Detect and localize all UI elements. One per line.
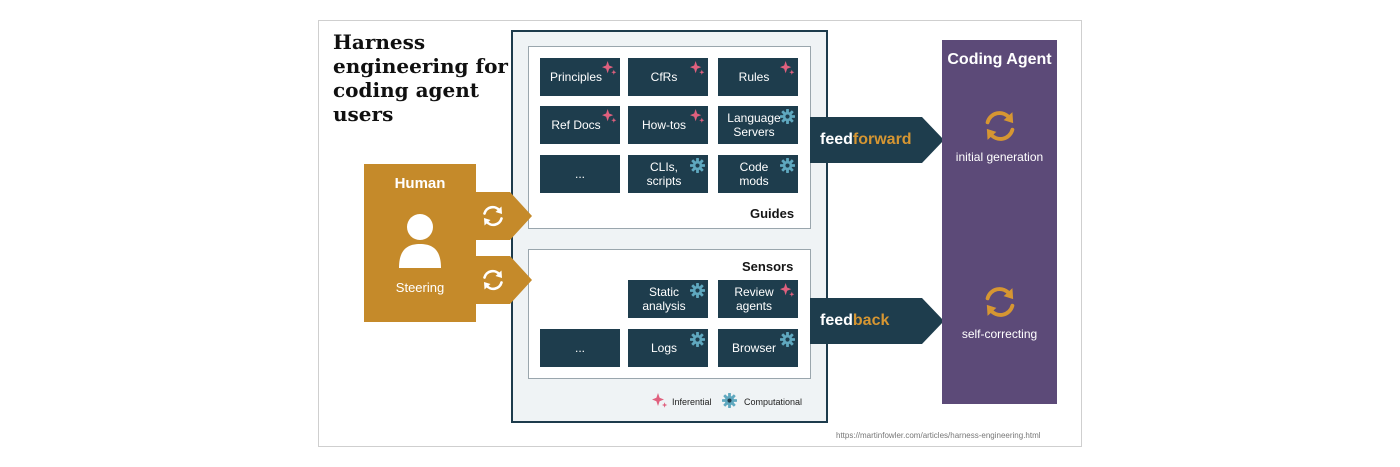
legend-inferential: Inferential (672, 397, 712, 407)
coding-agent-box (942, 40, 1057, 404)
human-title: Human (394, 175, 446, 192)
guides-tile-language-servers: Language Servers (718, 106, 798, 144)
tile-label: Code mods (739, 160, 769, 188)
sensors-tile-logs: Logs (628, 329, 708, 367)
tile-label: ... (574, 167, 585, 181)
initial-generation-label: initial generation (955, 150, 1044, 164)
tile-label: Language Servers (727, 111, 781, 139)
gear-icon (690, 158, 705, 173)
legend-computational: Computational (744, 397, 803, 407)
gear-icon (690, 332, 705, 347)
cycle-icon (985, 111, 1015, 141)
gear-icon (780, 109, 795, 124)
diagram-title: Harness engineering for coding agent use… (333, 30, 508, 126)
tile-label: Review agents (734, 285, 774, 313)
sensors-tile-ellipsis: ... (540, 329, 620, 367)
guides-steering-arrow (474, 192, 532, 240)
tile-label: Rules (738, 70, 770, 84)
tile-label: Principles (549, 70, 603, 84)
tile-label: Browser (731, 341, 776, 355)
tile-label: Ref Docs (551, 118, 601, 132)
sensors-steering-arrow (474, 256, 532, 304)
tile-label: CfRs (650, 70, 678, 84)
feedback-arrow (810, 298, 944, 344)
guides-tile-ellipsis: ... (540, 155, 620, 193)
source-url: https://martinfowler.com/articles/harnes… (836, 431, 1041, 440)
guides-label: Guides (750, 206, 795, 221)
feedback-label: feedback (820, 312, 890, 329)
sparkle-icon (602, 61, 617, 76)
sensors-tile-static-analysis: Static analysis (628, 280, 708, 318)
sparkle-icon (690, 109, 705, 124)
gear-icon (690, 283, 705, 298)
human-subtitle: Steering (395, 280, 445, 295)
tile-label: ... (574, 341, 585, 355)
sparkle-icon (602, 109, 617, 124)
self-correcting-label: self-correcting (961, 327, 1038, 341)
guides-tile-ref-docs: Ref Docs (540, 106, 620, 144)
sparkle-icon (780, 61, 795, 76)
guides-tile-clis-scripts: CLIs, scripts (628, 155, 708, 193)
sensors-label: Sensors (742, 259, 794, 274)
gear-icon (722, 393, 737, 408)
tile-label: Static analysis (642, 285, 686, 313)
tile-label: How-tos (641, 118, 686, 132)
cycle-icon (985, 287, 1015, 317)
gear-icon (780, 158, 795, 173)
sensors-tile-review-agents: Review agents (718, 280, 798, 318)
coding-agent-title: Coding Agent (947, 51, 1052, 68)
guides-tile-code-mods: Code mods (718, 155, 798, 193)
feedforward-arrow (810, 117, 944, 163)
human-box (364, 164, 476, 322)
sparkle-icon (652, 393, 668, 409)
gear-icon (780, 332, 795, 347)
guides-tile-principles: Principles (540, 58, 620, 96)
tile-label: Logs (650, 341, 678, 355)
guides-tile-how-tos: How-tos (628, 106, 708, 144)
cycle-icon (483, 269, 503, 291)
sensors-tile-browser: Browser (718, 329, 798, 367)
cycle-icon (483, 205, 503, 227)
person-icon (399, 214, 441, 268)
feedforward-label: feedforward (820, 131, 912, 148)
guides-tile-rules: Rules (718, 58, 798, 96)
guides-tile-cfrs: CfRs (628, 58, 708, 96)
tile-label: CLIs, scripts (646, 160, 682, 188)
sparkle-icon (690, 61, 705, 76)
sparkle-icon (780, 283, 795, 298)
